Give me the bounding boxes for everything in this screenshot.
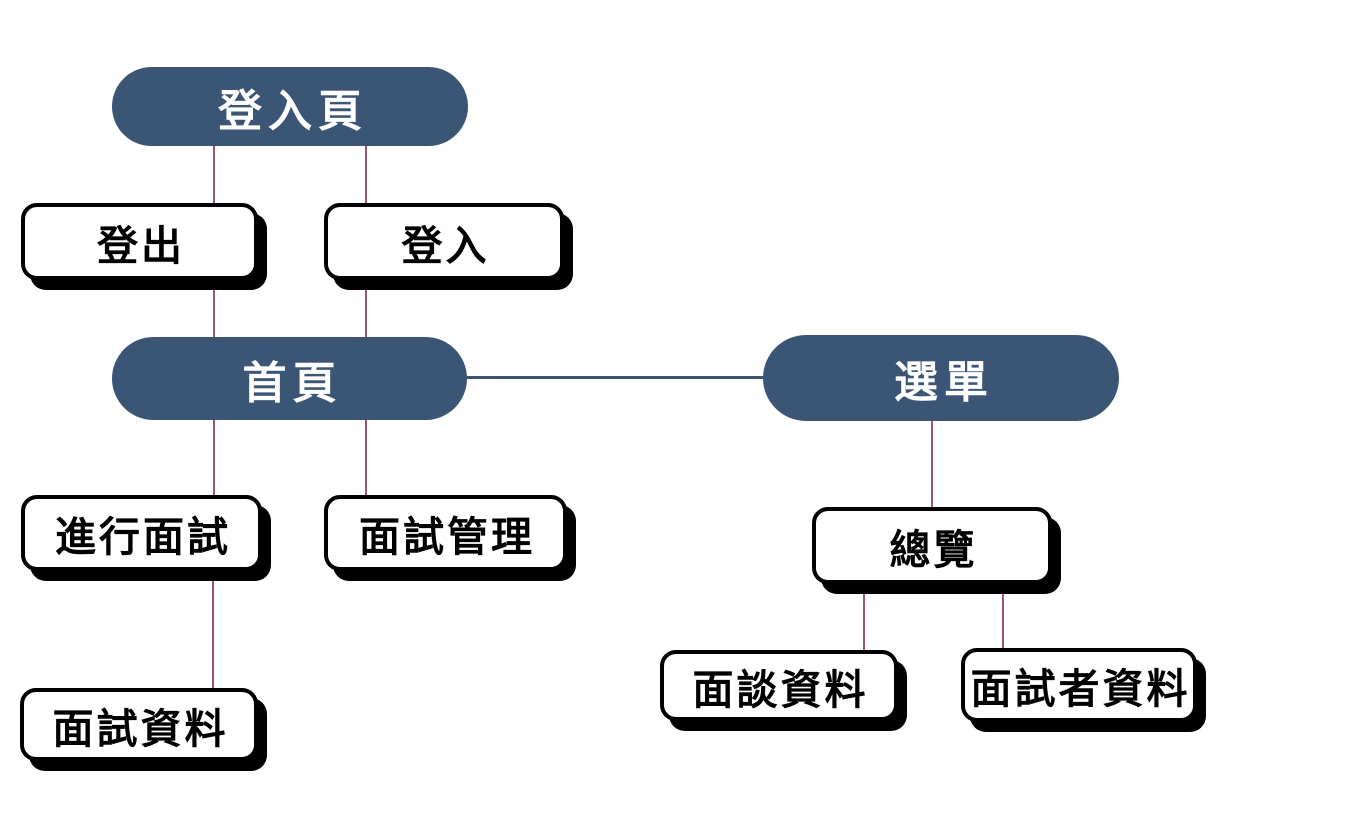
edge-home-to-conduct-interview [213,385,215,530]
node-login: 登入 [324,203,564,280]
node-overview: 總覽 [812,507,1052,584]
node-interviewee-data: 面試者資料 [961,648,1197,722]
edge-login-page-to-logout [213,105,215,240]
node-interview-data: 面試資料 [20,688,258,761]
node-login-page: 登入頁 [112,67,468,146]
edge-home-to-menu [465,376,765,379]
node-conduct-interview: 進行面試 [21,495,262,571]
edge-home-to-interview-management [365,385,367,530]
edge-overview-to-meeting-data [863,545,865,680]
node-logout: 登出 [21,203,258,280]
edge-logout-to-home [213,245,215,380]
edge-overview-to-interviewee-data [1002,545,1004,678]
edge-login-to-home [365,245,367,380]
node-interview-management: 面試管理 [324,495,567,571]
node-menu: 選單 [763,335,1119,421]
edge-menu-to-overview [931,385,933,545]
edge-conduct-interview-to-interview-data [212,535,214,720]
node-home: 首頁 [112,337,467,420]
node-meeting-data: 面談資料 [660,650,898,721]
edge-login-page-to-login [365,105,367,240]
